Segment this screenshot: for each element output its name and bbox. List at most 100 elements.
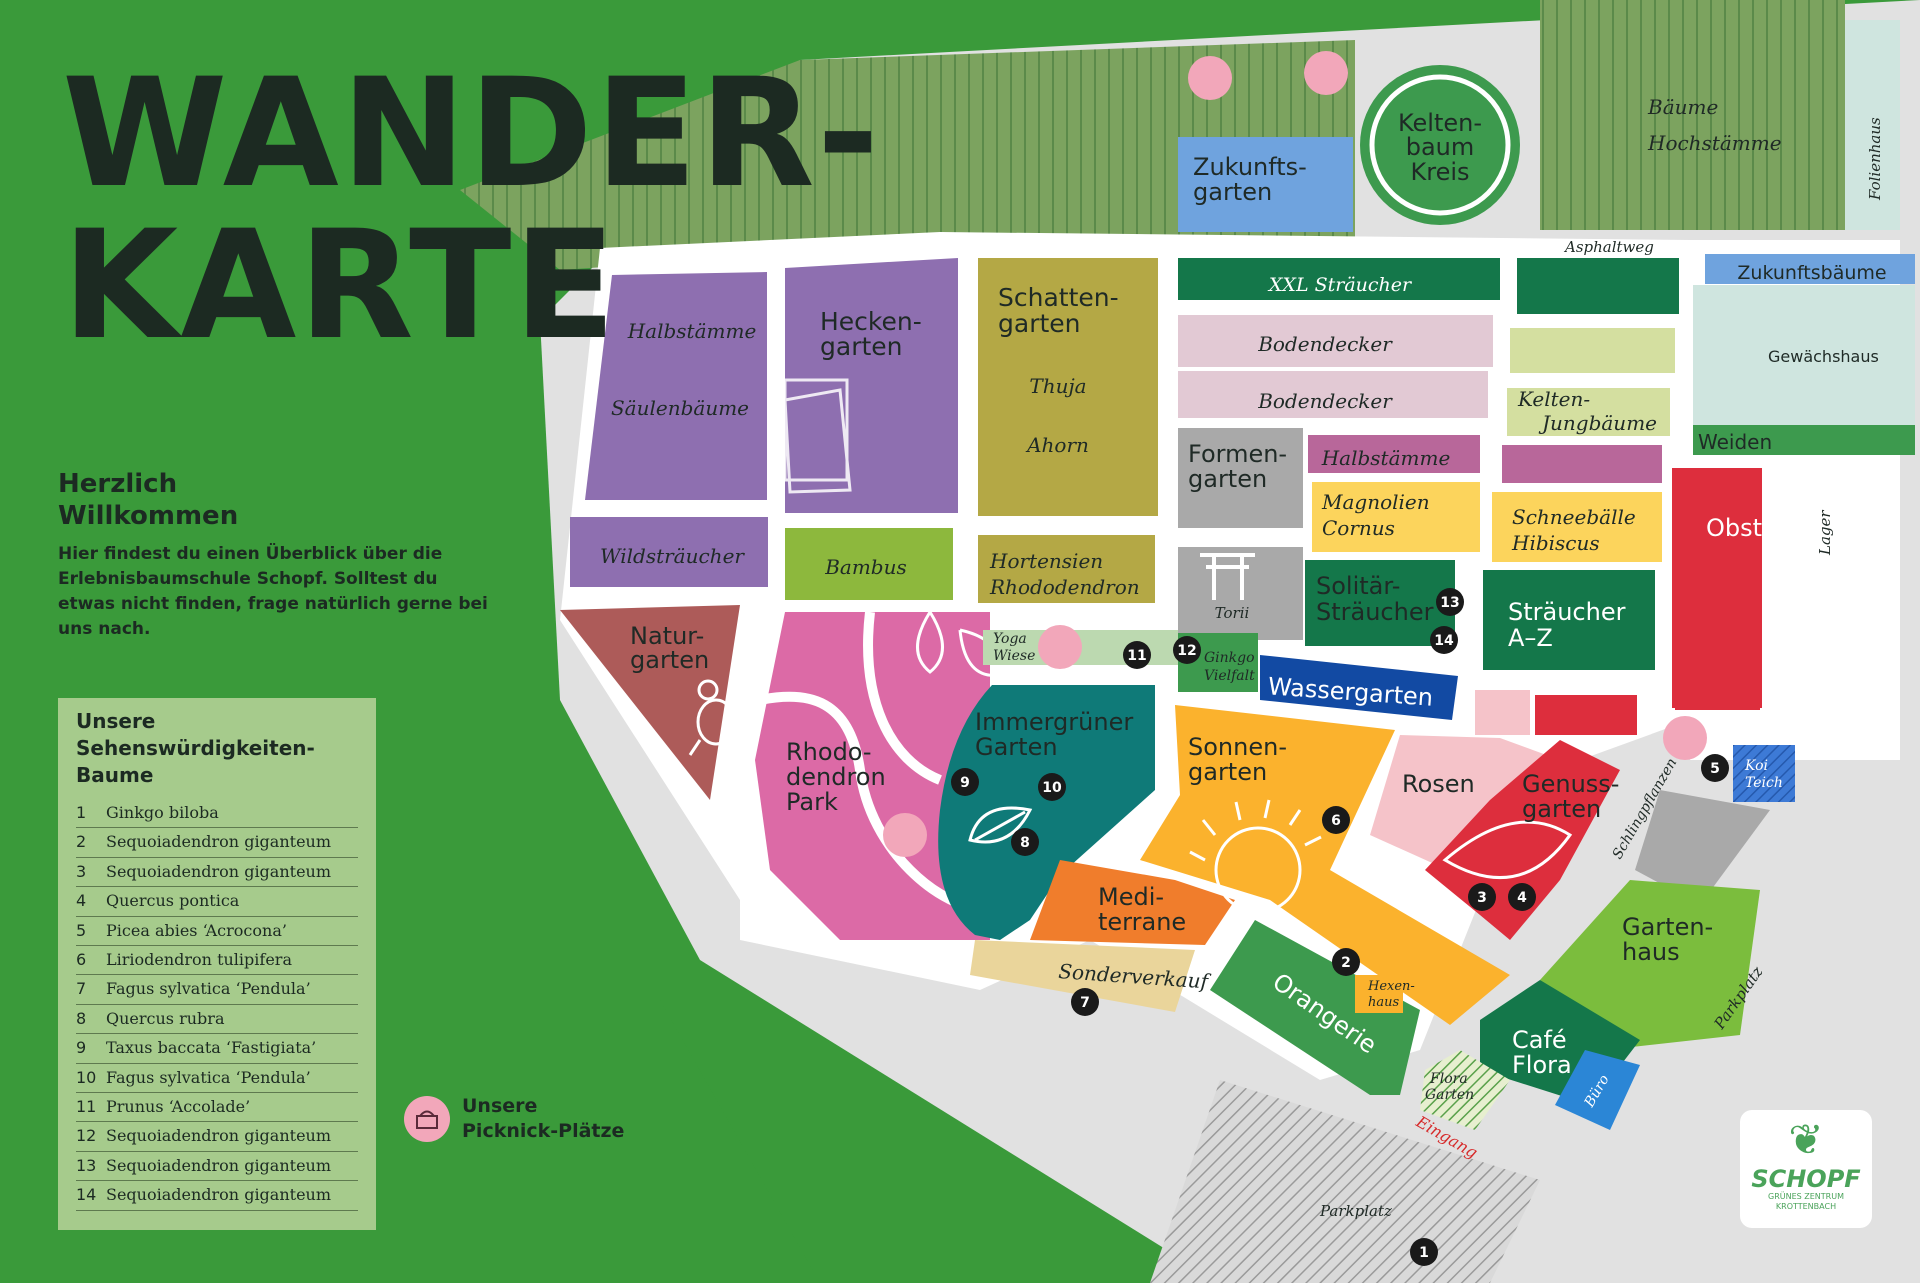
marker-12: 12: [1173, 636, 1201, 664]
marker-5: 5: [1701, 754, 1729, 782]
label-hexen-2: haus: [1368, 995, 1399, 1010]
label-ginkgo-2: Vielfalt: [1204, 668, 1255, 684]
label-solitaer-1: Solitär-: [1316, 572, 1400, 600]
label-asphaltweg: Asphaltweg: [1563, 238, 1654, 256]
area-zukunftsgarten: [1178, 137, 1353, 232]
area-light-green-1: [1510, 328, 1675, 373]
label-wildstraeucher: Wildsträucher: [600, 544, 745, 568]
area-halbstaemme: [585, 272, 767, 500]
label-zukunftsbaeume: Zukunftsbäume: [1737, 262, 1886, 284]
label-zukunft-2: garten: [1193, 178, 1272, 206]
svg-text:3: 3: [1477, 890, 1487, 906]
label-flora-1: Flora: [1429, 1071, 1468, 1087]
label-gewaechshaus: Gewächshaus: [1768, 347, 1879, 366]
marker-11: 11: [1123, 641, 1151, 669]
label-sonnen-2: garten: [1188, 758, 1267, 786]
label-straeucher-1: Sträucher: [1508, 598, 1626, 626]
map-title: WANDER- KARTE: [62, 58, 881, 362]
label-gartenhaus-1: Garten-: [1622, 913, 1713, 941]
area-sonnengarten: [1140, 705, 1510, 1025]
svg-text:8: 8: [1020, 835, 1030, 851]
north-field: [460, 40, 1355, 270]
area-orangerie: [1210, 920, 1420, 1095]
area-koi-pink: [1475, 690, 1530, 735]
label-keltenbaum-3: Kreis: [1410, 158, 1469, 186]
svg-text:7: 7: [1080, 995, 1090, 1011]
marker-10: 10: [1038, 773, 1066, 801]
area-xxl: [1178, 258, 1500, 300]
label-flora-2: Garten: [1425, 1087, 1474, 1103]
label-hortensien: Hortensien: [989, 549, 1103, 573]
area-flora-garten: [1420, 1050, 1510, 1130]
sights-heading: Unsere Sehenswürdigkeiten-Baume: [76, 709, 315, 787]
label-cornus: Cornus: [1322, 516, 1395, 540]
label-zukunft-1: Zukunfts-: [1193, 153, 1307, 181]
lower-green-wedge: [520, 900, 820, 1283]
label-hexen-1: Hexen-: [1367, 979, 1415, 994]
label-formen-1: Formen-: [1188, 440, 1287, 468]
label-obst: Obst: [1706, 514, 1762, 542]
area-rosen: [1370, 735, 1560, 880]
area-heckengarten: [785, 258, 958, 513]
area-magnolien: [1312, 482, 1480, 552]
label-yoga-2: Wiese: [993, 648, 1035, 664]
label-hecken-2: garten: [820, 332, 903, 361]
area-weiden: [1693, 425, 1915, 455]
label-koi-1: Koi: [1744, 758, 1768, 774]
label-immer-2: Garten: [975, 733, 1058, 761]
label-rhodo-1: Rhodo-: [786, 738, 872, 766]
marker-14: 14: [1430, 626, 1458, 654]
label-sonnen-1: Sonnen-: [1188, 733, 1287, 761]
torii-icon: [1200, 553, 1255, 600]
area-gewaechshaus: [1693, 285, 1915, 425]
svg-text:10: 10: [1042, 780, 1062, 796]
area-solitaer: [1305, 560, 1455, 646]
area-kelten-jung: [1507, 388, 1670, 436]
label-rosen: Rosen: [1402, 770, 1475, 798]
label-straeucher-2: A–Z: [1508, 624, 1553, 652]
label-lager: Lager: [1816, 510, 1834, 556]
label-thuja: Thuja: [1029, 374, 1086, 398]
welcome-text: Hier findest du einen Überblick über die…: [58, 544, 488, 639]
label-schatten-1: Schatten-: [998, 283, 1119, 312]
svg-text:6: 6: [1331, 813, 1341, 829]
label-saeulenbaeume: Säulenbäume: [611, 396, 749, 420]
svg-text:12: 12: [1177, 643, 1196, 659]
label-natur-1: Natur-: [630, 622, 704, 650]
bottom-parking: [1150, 1080, 1540, 1283]
picnic-icon: [404, 1096, 450, 1142]
folienhaus-area: [1845, 20, 1900, 230]
label-bodendecker-1: Bodendecker: [1257, 332, 1393, 356]
svg-text:9: 9: [960, 775, 970, 791]
tree-field: [1540, 0, 1845, 230]
area-buero: [1555, 1050, 1640, 1130]
area-schneebaelle: [1492, 492, 1662, 562]
area-rhododendron-park: [755, 612, 990, 940]
label-rhodo-2: dendron: [786, 763, 886, 791]
label-folienhaus: Folienhaus: [1866, 117, 1884, 201]
label-baeume: Bäume: [1647, 95, 1718, 119]
label-medi-1: Medi-: [1098, 883, 1164, 911]
area-formengarten: [1178, 428, 1303, 528]
label-yoga-1: Yoga: [993, 631, 1027, 647]
label-xxl: XXL Sträucher: [1267, 274, 1413, 296]
area-sonderverkauf: [970, 940, 1195, 1012]
label-genuss-2: garten: [1522, 795, 1601, 823]
label-schatten-2: garten: [998, 309, 1081, 338]
label-cafe-2: Flora: [1512, 1051, 1572, 1079]
marker-3: 3: [1468, 883, 1496, 911]
label-ahorn: Ahorn: [1025, 433, 1089, 457]
area-gartenhaus: [1540, 880, 1760, 1050]
area-halbstaemme-mid: [1308, 435, 1480, 473]
label-weiden: Weiden: [1698, 430, 1772, 454]
picnic-icon: [883, 51, 1707, 857]
marker-4: 4: [1508, 883, 1536, 911]
label-halbstaemme-mid: Halbstämme: [1321, 446, 1451, 470]
label-kelten-jung-1: Kelten-: [1517, 387, 1590, 411]
label-immer-1: Immergrüner: [975, 708, 1133, 736]
